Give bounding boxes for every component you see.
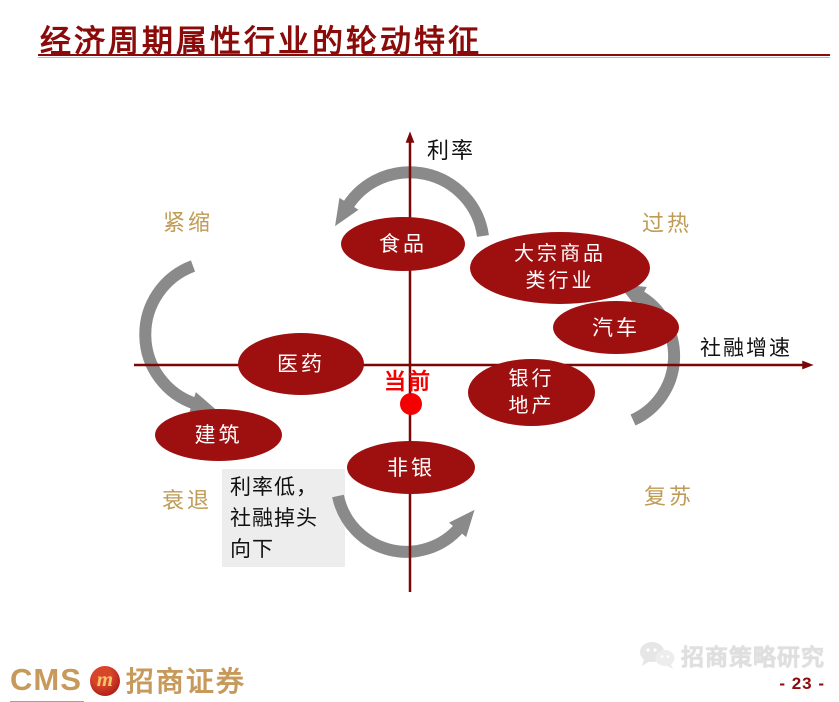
note-line: 社融掉头 [230, 506, 318, 530]
industry-ellipse-construction: 建筑 [155, 409, 282, 461]
rotation-arrow-left [139, 260, 218, 414]
industry-label: 非银 [387, 455, 435, 480]
industry-label: 地产 [508, 394, 555, 417]
quadrant-label-recovery: 复苏 [644, 484, 695, 509]
quadrant-label-recession: 衰退 [162, 488, 213, 513]
footer-right: 招商策略研究 - 23 - [638, 638, 825, 694]
quadrant-label-tightening: 紧缩 [163, 210, 214, 235]
industry-ellipse-pharma: 医药 [238, 333, 364, 395]
industry-label: 大宗商品 [514, 243, 606, 265]
watermark-text: 招商策略研究 [681, 644, 825, 670]
quadrant-label-overheating: 过热 [642, 211, 693, 236]
watermark: 招商策略研究 [638, 638, 825, 672]
industry-label: 汽车 [592, 315, 640, 340]
title-divider [38, 54, 830, 58]
industry-label: 食品 [379, 232, 427, 256]
company-logo: CMS m 招商证券 [10, 660, 246, 702]
industry-label: 医药 [277, 352, 325, 376]
note-line: 向下 [230, 537, 274, 561]
industry-label: 类行业 [525, 270, 595, 292]
current-position-dot [400, 393, 422, 415]
industry-ellipse-non-bank: 非银 [347, 441, 475, 494]
industry-ellipse-bank-realestate: 银行 地产 [468, 359, 595, 426]
industry-ellipse-food: 食品 [341, 217, 465, 271]
company-name: 招商证券 [126, 660, 246, 702]
x-axis-label: 社融增速 [700, 336, 792, 360]
industry-label: 建筑 [194, 423, 243, 447]
page-title: 经济周期属性行业的轮动特征 [40, 24, 482, 59]
industry-ellipse-auto: 汽车 [553, 301, 679, 354]
industry-ellipse-commodities: 大宗商品 类行业 [470, 232, 650, 304]
current-marker-label: 当前 [384, 369, 433, 394]
cms-logo-text: CMS [10, 662, 84, 702]
rotation-arrow-top [335, 166, 489, 237]
wechat-icon [640, 642, 675, 669]
page-number: - 23 - [779, 674, 825, 693]
note-line: 利率低， [230, 475, 318, 499]
rotation-arrow-bottom [332, 494, 475, 558]
y-axis-label: 利率 [427, 138, 476, 163]
cms-logo-icon: m [89, 666, 120, 696]
industry-label: 银行 [508, 367, 555, 390]
note-box: 利率低， 社融掉头 向下 [222, 469, 345, 567]
